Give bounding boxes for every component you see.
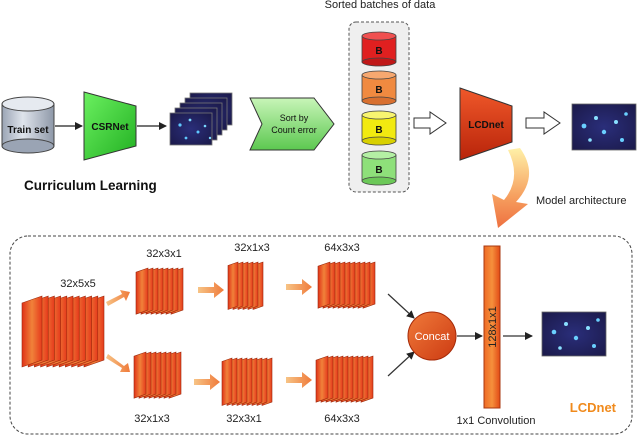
feature-map-slice (133, 351, 147, 399)
sort-line2: Count error (271, 125, 317, 135)
batch-orange: B (361, 70, 397, 106)
batches-panel (348, 21, 410, 193)
bottom-layer-stack-3 (315, 355, 374, 403)
bottom-layer-label-3: 64x3x3 (324, 413, 359, 425)
conv-caption: 1x1 Convolution (457, 415, 536, 427)
concat-node: Concat (407, 311, 457, 361)
concat-label: Concat (415, 331, 450, 343)
batch-green-label: B (375, 165, 382, 176)
output-density-map (571, 103, 637, 151)
input-layer-label: 32x5x5 (60, 278, 95, 290)
batch-red: B (361, 31, 397, 67)
architecture-output-map (541, 311, 607, 357)
model-architecture-arrow (492, 148, 530, 228)
conv-1x1-block: 128x1x1 (483, 245, 501, 409)
batch-yellow-label: B (375, 125, 382, 136)
bottom-layer-label-1: 32x1x3 (134, 413, 169, 425)
sort-by-count-error-step: Sort by Count error (249, 97, 335, 151)
batch-yellow: B (361, 110, 397, 146)
architecture-panel (9, 235, 633, 435)
hollow-arrow-batches-to-lcdnet (413, 111, 447, 135)
top-layer-label-3: 64x3x3 (324, 242, 359, 254)
model-architecture-label: Model architecture (536, 195, 627, 207)
feature-map-slice (317, 261, 331, 309)
arrow-bottom-to-concat (387, 351, 415, 377)
sort-line1: Sort by (280, 113, 309, 123)
hollow-arrow-lcdnet-to-output (525, 111, 561, 135)
batch-orange-label: B (375, 85, 382, 96)
curriculum-learning-label: Curriculum Learning (24, 178, 157, 193)
top-layer-stack-2 (227, 261, 264, 310)
feature-map-slice (21, 295, 43, 368)
batch-red-label: B (375, 46, 382, 57)
bottom-layer-stack-1 (133, 351, 182, 399)
input-layer-stack (21, 295, 105, 368)
train-set-database-icon: Train set (1, 96, 55, 154)
top-layer-label-1: 32x3x1 (146, 248, 181, 260)
feature-map-slice (227, 261, 239, 310)
bottom-layer-label-2: 32x3x1 (226, 413, 261, 425)
density-map-stack (169, 92, 233, 146)
train-set-label: Train set (7, 125, 49, 136)
top-layer-stack-1 (135, 267, 184, 315)
batch-green: B (361, 150, 397, 186)
top-layer-stack-3 (317, 261, 376, 309)
architecture-name: LCDnet (570, 400, 617, 415)
top-layer-label-2: 32x1x3 (234, 242, 269, 254)
csrnet-label: CSRNet (91, 122, 129, 133)
feature-map-slice (135, 267, 149, 315)
arrow-top-to-concat (387, 293, 415, 319)
layer-arrows (106, 279, 312, 390)
lcdnet-label: LCDnet (468, 120, 504, 131)
csrnet-block: CSRNet (83, 91, 137, 161)
sorted-batches-label: Sorted batches of data (325, 0, 437, 11)
bottom-layer-stack-2 (221, 357, 273, 406)
conv-layer-label: 128x1x1 (487, 306, 499, 348)
feature-map-slice (315, 355, 329, 403)
feature-map-slice (221, 357, 233, 406)
lcdnet-block: LCDnet (459, 87, 513, 161)
